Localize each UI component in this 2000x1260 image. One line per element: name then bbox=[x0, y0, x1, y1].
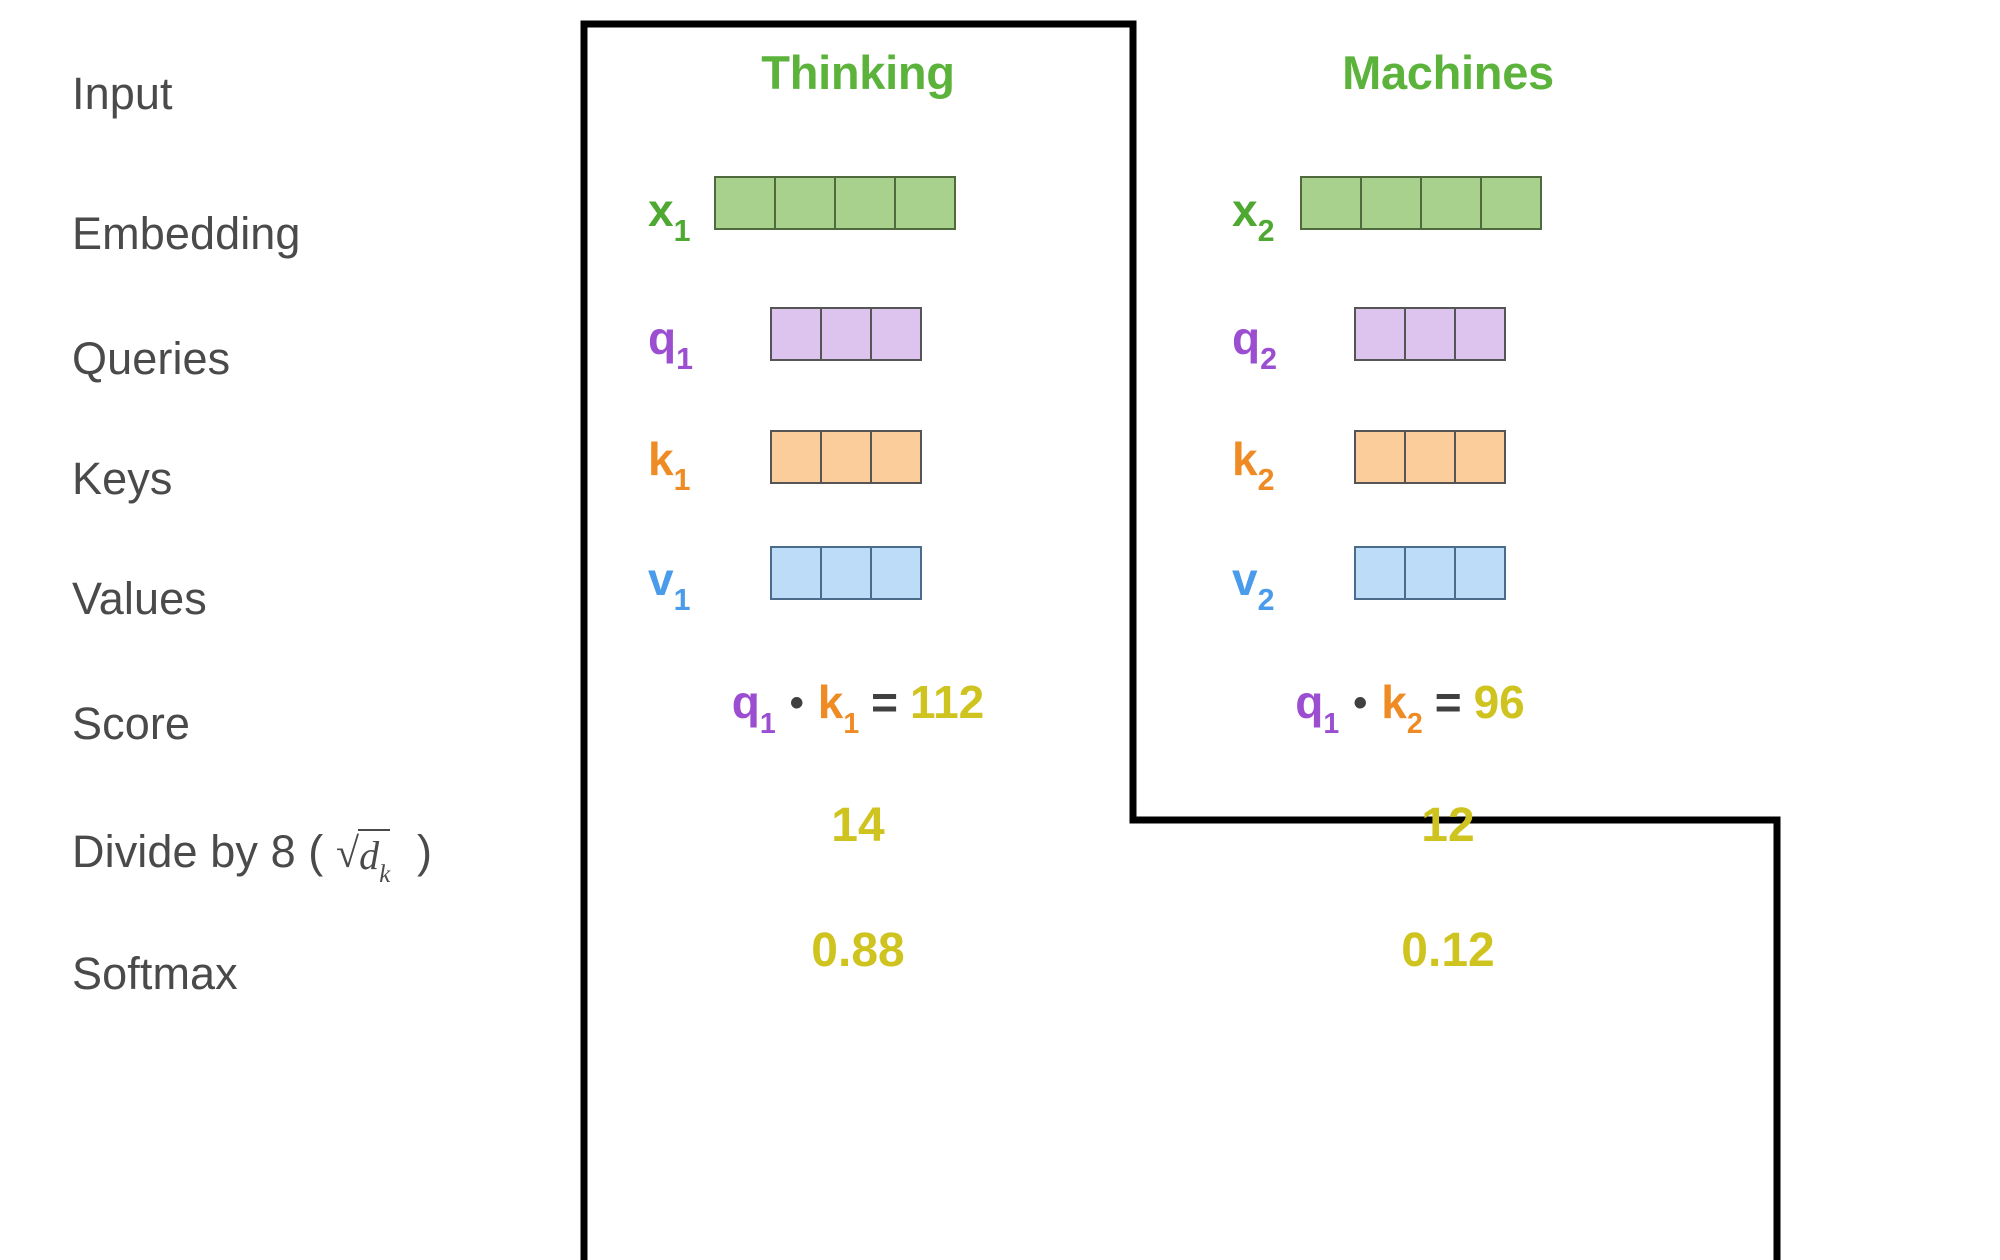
cell bbox=[770, 546, 822, 600]
divide-by-8-text: Divide by 8 ( bbox=[72, 826, 324, 877]
vector-label-x2: x2 bbox=[1232, 184, 1275, 249]
query-vector-q2 bbox=[1354, 307, 1506, 361]
cell bbox=[894, 176, 956, 230]
row-label-queries: Queries bbox=[72, 333, 231, 384]
score-k-label: k1 bbox=[817, 676, 860, 740]
column-header-thinking: Thinking bbox=[761, 46, 955, 99]
vector-label-v1: v1 bbox=[648, 553, 691, 618]
equals-sign: = bbox=[871, 676, 899, 728]
row-label-input: Input bbox=[72, 68, 173, 119]
vector-label-k1: k1 bbox=[648, 433, 691, 498]
cell bbox=[1404, 546, 1456, 600]
embedding-vector-x1 bbox=[714, 176, 956, 230]
softmax-value-thinking: 0.88 bbox=[811, 924, 905, 977]
vector-label-v2: v2 bbox=[1232, 553, 1275, 618]
row-label-embedding: Embedding bbox=[72, 208, 301, 259]
key-vector-k2 bbox=[1354, 430, 1506, 484]
row-label-score: Score bbox=[72, 698, 191, 749]
divide-by-8-close-paren: ) bbox=[417, 826, 433, 877]
cell bbox=[714, 176, 776, 230]
row-label-values: Values bbox=[72, 573, 207, 624]
sqrt-dk-notation: √dk bbox=[336, 823, 391, 888]
cell bbox=[834, 176, 896, 230]
cell bbox=[870, 307, 922, 361]
value-vector-v2 bbox=[1354, 546, 1506, 600]
score-value-machines: 96 bbox=[1473, 676, 1525, 728]
score-value-thinking: 112 bbox=[910, 676, 985, 728]
equals-sign: = bbox=[1434, 676, 1462, 728]
vector-label-q1: q1 bbox=[648, 312, 693, 377]
cell bbox=[1300, 176, 1362, 230]
cell bbox=[820, 307, 872, 361]
column-header-machines: Machines bbox=[1342, 46, 1554, 99]
sqrt-overbar bbox=[358, 829, 391, 831]
score-k-label: k2 bbox=[1381, 676, 1423, 740]
cell bbox=[870, 546, 922, 600]
cell bbox=[1404, 307, 1456, 361]
cell bbox=[1354, 546, 1406, 600]
divided-value-machines: 12 bbox=[1421, 799, 1475, 852]
cell bbox=[1480, 176, 1542, 230]
dot-product-icon: • bbox=[789, 681, 804, 725]
cell bbox=[1360, 176, 1422, 230]
cell bbox=[870, 430, 922, 484]
vector-label-x1: x1 bbox=[648, 184, 691, 249]
sqrt-symbol: √ bbox=[336, 831, 360, 877]
vector-label-k2: k2 bbox=[1232, 433, 1275, 498]
cell bbox=[1354, 430, 1406, 484]
score-q-label: q1 bbox=[1295, 676, 1340, 740]
cell bbox=[1354, 307, 1406, 361]
cell bbox=[770, 430, 822, 484]
value-vector-v1 bbox=[770, 546, 922, 600]
row-label-keys: Keys bbox=[72, 453, 173, 504]
score-equation-thinking: q1 • k1 = 112 bbox=[731, 675, 985, 740]
cell bbox=[1454, 307, 1506, 361]
key-vector-k1 bbox=[770, 430, 922, 484]
score-equation-machines: q1 • k2 = 96 bbox=[1295, 675, 1525, 740]
cell bbox=[1420, 176, 1482, 230]
cell bbox=[1454, 546, 1506, 600]
cell bbox=[820, 546, 872, 600]
dot-product-icon: • bbox=[1353, 681, 1368, 725]
dk-symbol: dk bbox=[359, 833, 391, 888]
row-label-divide-by-8: Divide by 8 ( √dk ) bbox=[72, 823, 433, 888]
cell bbox=[820, 430, 872, 484]
score-q-label: q1 bbox=[731, 676, 776, 740]
query-vector-q1 bbox=[770, 307, 922, 361]
cell bbox=[774, 176, 836, 230]
cell bbox=[770, 307, 822, 361]
cell bbox=[1454, 430, 1506, 484]
softmax-value-machines: 0.12 bbox=[1401, 924, 1495, 977]
embedding-vector-x2 bbox=[1300, 176, 1542, 230]
row-label-softmax: Softmax bbox=[72, 948, 238, 999]
divided-value-thinking: 14 bbox=[831, 799, 885, 852]
vector-label-q2: q2 bbox=[1232, 312, 1277, 377]
cell bbox=[1404, 430, 1456, 484]
